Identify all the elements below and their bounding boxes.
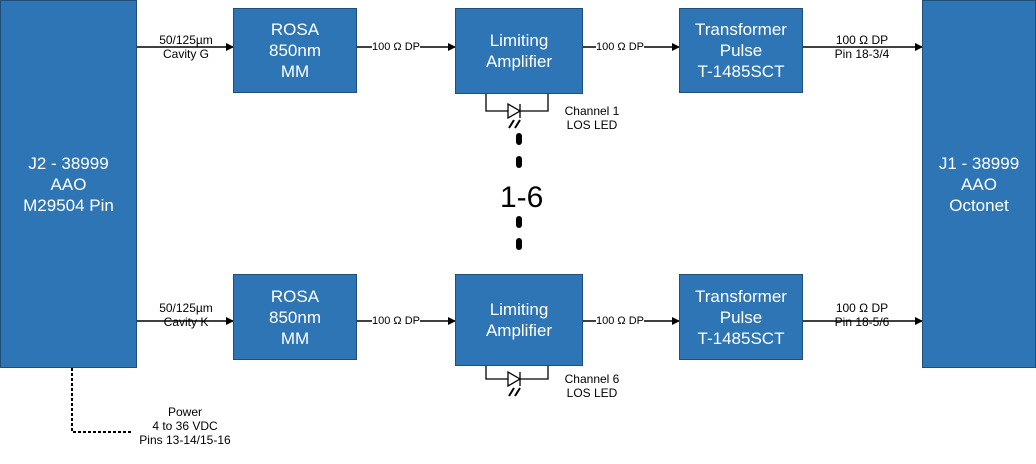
power-line xyxy=(71,368,133,433)
channel-ellipsis-dots xyxy=(516,133,522,250)
dp-label-2-ch1: 100 Ω DP xyxy=(596,41,644,53)
left-connector-j2: J2 - 38999 AAO M29504 Pin xyxy=(0,0,137,368)
right-connector-j1: J1 - 38999 AAO Octonet xyxy=(922,0,1036,368)
dp-label-1-ch6: 100 Ω DP xyxy=(372,315,420,327)
dp-label-2-ch6: 100 Ω DP xyxy=(596,315,644,327)
los-led-ch6 xyxy=(485,366,549,397)
channel-range-label: 1-6 xyxy=(500,181,544,214)
los-led-ch1 xyxy=(485,94,549,129)
dp-label-1-ch1: 100 Ω DP xyxy=(372,41,420,53)
